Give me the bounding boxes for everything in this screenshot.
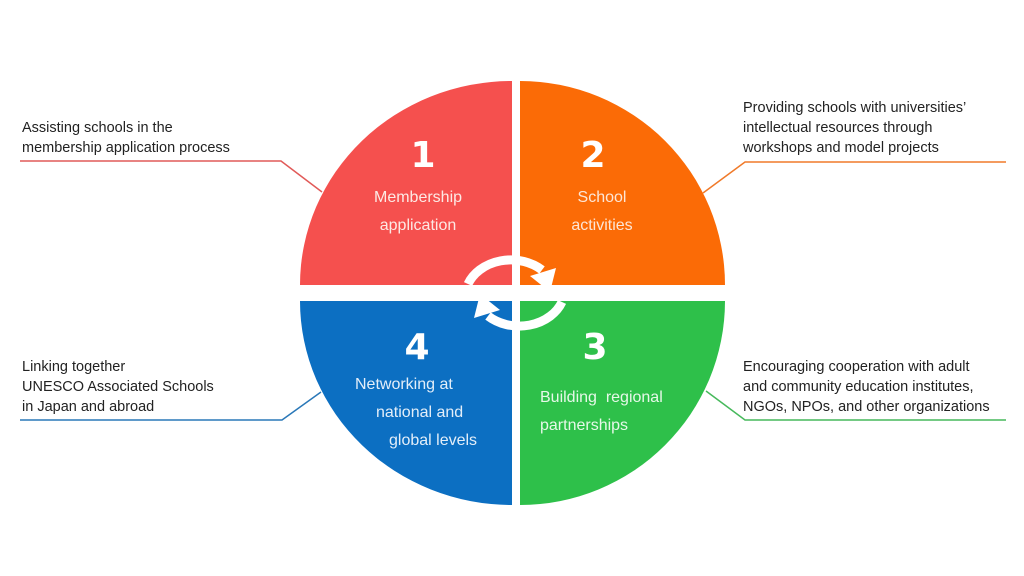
quadrant-3-number: 3 — [582, 327, 608, 368]
connector-line-partnerships — [705, 390, 1006, 421]
connector-line-activities — [702, 161, 1006, 194]
description-line: workshops and model projects — [743, 140, 939, 156]
quadrant-regional-partnerships — [520, 301, 725, 505]
quadrant-4-number: 4 — [404, 327, 430, 368]
arrow-head-bottom-left-icon — [474, 294, 500, 318]
quadrant-4-label: Networking at national and global levels — [355, 371, 477, 455]
arrow-head-top-right-icon — [530, 268, 556, 292]
quadrant-3-label: Building regional partnerships — [540, 384, 663, 440]
quadrant-membership-application — [300, 81, 512, 285]
quadrant-2-number: 2 — [580, 135, 606, 176]
connector-line-membership — [20, 160, 323, 193]
quadrant-4-label-line: Networking at — [355, 376, 453, 393]
quadrant-1-label-line: application — [379, 217, 457, 234]
description-line: Linking together — [22, 359, 126, 375]
quadrant-3-label-line: partnerships — [540, 417, 629, 434]
description-line: and community education institutes, — [743, 379, 974, 395]
quadrant-4-label-line: national and — [376, 404, 464, 421]
quadrant-2-label-line: School — [577, 189, 627, 206]
description-line: Providing schools with universities’ — [743, 100, 967, 116]
description-line: in Japan and abroad — [22, 399, 155, 415]
description-partnerships: Encouraging cooperation with adult and c… — [743, 357, 990, 417]
quadrant-1-number: 1 — [410, 135, 436, 176]
quadrant-4-label-line: global levels — [389, 432, 478, 449]
description-activities: Providing schools with universities’ int… — [743, 98, 966, 158]
description-networking: Linking together UNESCO Associated Schoo… — [22, 357, 214, 417]
quadrant-school-activities — [520, 81, 725, 285]
description-membership: Assisting schools in the membership appl… — [22, 118, 230, 158]
connector-line-networking — [20, 391, 322, 421]
cycle-arrows-icon — [463, 255, 567, 331]
quadrant-networking — [300, 301, 512, 505]
description-line: UNESCO Associated Schools — [22, 379, 214, 395]
description-line: Encouraging cooperation with adult — [743, 359, 970, 375]
quadrant-2-label-line: activities — [571, 217, 633, 234]
description-line: intellectual resources through — [743, 120, 933, 136]
quadrant-2-label: School activities — [560, 184, 644, 240]
description-line: NGOs, NPOs, and other organizations — [743, 399, 990, 415]
description-line: membership application process — [22, 140, 230, 156]
quadrant-3-label-line: Building regional — [540, 389, 663, 406]
quadrant-1-label-line: Membership — [373, 189, 463, 206]
description-line: Assisting schools in the — [22, 120, 173, 136]
quadrant-1-label: Membership application — [366, 184, 470, 240]
